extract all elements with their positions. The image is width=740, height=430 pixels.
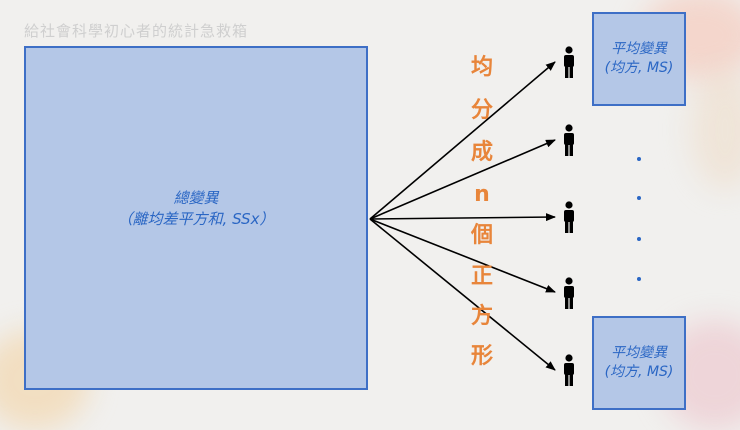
mean-square-box-bottom: 平均變異 (均方, MS) [592,316,686,410]
vertical-label-char: 分 [470,98,493,123]
total-variance-title: 總變異 [173,189,219,207]
arrow-2 [369,139,556,220]
person-icon [564,46,574,78]
decor-blot-right [690,70,740,190]
vertical-label-char: 均 [470,55,493,80]
ellipsis-dot [637,237,641,241]
mean-square-subtitle: (均方, MS) [604,364,674,380]
vertical-label-char: 成 [470,140,493,165]
ellipsis-dot [637,157,641,161]
total-variance-label: 總變異 （離均差平方和, SSx） [26,188,366,230]
mean-square-box-top: 平均變異 (均方, MS) [592,12,686,106]
arrow-4 [369,218,556,293]
mean-square-label: 平均變異 (均方, MS) [594,40,684,78]
vertical-label-char: 正 [470,264,493,289]
arrows-layer [369,61,556,371]
mean-square-label: 平均變異 (均方, MS) [594,344,684,382]
slide-header: 給社會科學初心者的統計急救箱 [24,22,249,40]
arrow-5 [369,218,556,371]
vertical-label-char: 個 [470,223,493,248]
vertical-label-char: 方 [470,304,493,329]
person-icon [564,277,574,309]
mean-square-title: 平均變異 [611,345,667,361]
total-variance-subtitle: （離均差平方和, SSx） [117,210,275,228]
mean-square-subtitle: (均方, MS) [604,60,674,76]
ellipsis-dot [637,277,641,281]
vertical-label-char: n [474,182,490,207]
person-icon [564,124,574,156]
ellipsis-dot [637,196,641,200]
mean-square-title: 平均變異 [611,41,667,57]
arrow-1 [369,61,556,220]
vertical-label-char: 形 [470,344,493,369]
person-icon [564,354,574,386]
total-variance-box: 總變異 （離均差平方和, SSx） [24,46,368,390]
arrow-3 [369,213,556,222]
person-icon [564,201,574,233]
